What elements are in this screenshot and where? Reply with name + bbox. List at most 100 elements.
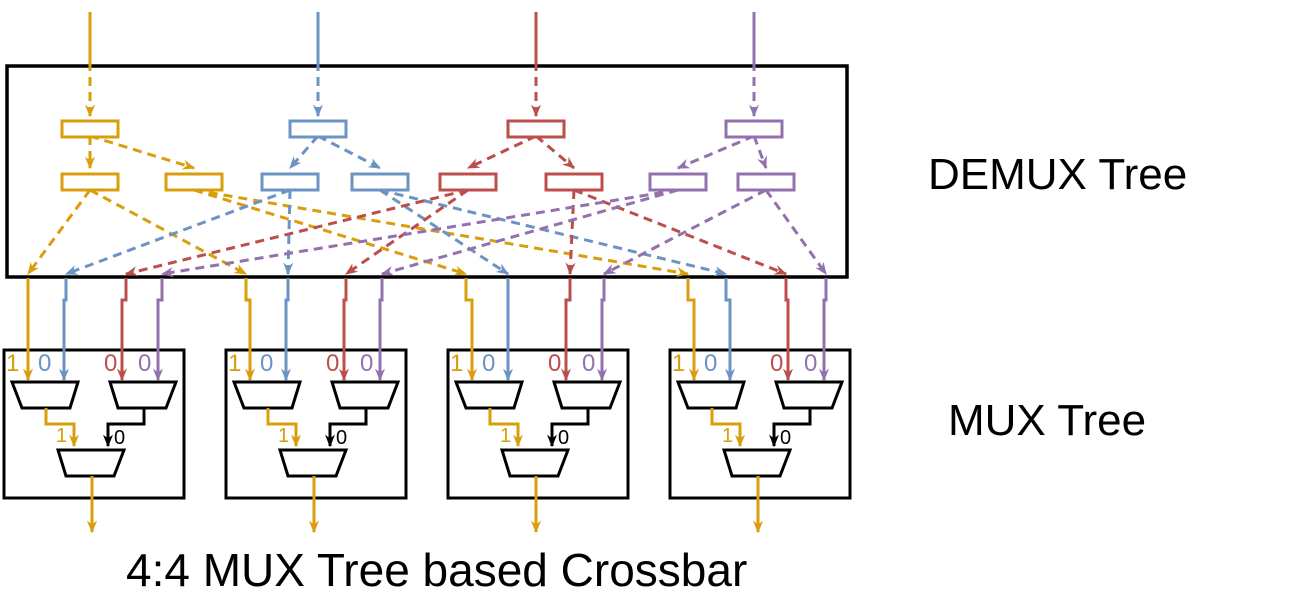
mux-input-label-0: 0 bbox=[582, 350, 595, 377]
mux-stage1-right bbox=[329, 380, 401, 410]
mux-input-wire-1 bbox=[280, 278, 292, 382]
mux-stage1-left bbox=[675, 380, 747, 410]
demux-l1-box-1 bbox=[288, 119, 348, 139]
mux-input-wire-3 bbox=[152, 278, 164, 382]
mux-stage1-right-out bbox=[768, 408, 812, 448]
mux-input-label-0: 0 bbox=[38, 350, 51, 377]
mux-input-wire-2 bbox=[338, 278, 350, 382]
mux-block-frame bbox=[668, 348, 852, 500]
mux-stage2-label-0: 0 bbox=[780, 427, 791, 449]
demux-l2-to-out-3-3 bbox=[764, 189, 828, 276]
mux-input-wire-0 bbox=[244, 278, 256, 382]
mux-stage1-left-out bbox=[44, 408, 80, 448]
demux-l2-to-out-0-2 bbox=[193, 188, 468, 276]
mux-input-label-1: 1 bbox=[228, 350, 241, 377]
mux-stage2-label-1: 1 bbox=[56, 425, 67, 447]
demux-l1-to-l2-a-2 bbox=[466, 134, 537, 170]
demux-tree-frame bbox=[5, 64, 849, 279]
mux-input-wire-3 bbox=[596, 278, 608, 382]
mux-stage1-left bbox=[9, 380, 81, 410]
demux-l1-box-2 bbox=[506, 119, 566, 139]
demux-tree-label: DEMUX Tree bbox=[928, 150, 1188, 199]
mux-stage1-left-out bbox=[266, 408, 302, 448]
demux-l1-to-l2-b-1 bbox=[317, 134, 382, 170]
mux-stage1-right-out bbox=[546, 408, 590, 448]
diagram-caption: 4:4 MUX Tree based Crossbar bbox=[126, 544, 748, 596]
mux-stage1-right-out bbox=[102, 408, 146, 448]
demux-l2-to-out-1-0 bbox=[64, 188, 291, 276]
mux-input-label-0: 0 bbox=[360, 350, 373, 377]
mux-stage1-left bbox=[231, 380, 303, 410]
demux-l2-to-out-3-0 bbox=[160, 188, 679, 278]
mux-input-wire-2 bbox=[560, 278, 572, 382]
mux-input-wire-2 bbox=[116, 278, 128, 382]
mux-stage2-label-1: 1 bbox=[722, 425, 733, 447]
mux-stage2 bbox=[499, 448, 571, 478]
demux-l2-to-out-2-3 bbox=[573, 188, 788, 276]
demux-l1-to-l2-b-2 bbox=[535, 134, 575, 170]
mux-stage2 bbox=[55, 448, 127, 478]
mux-input-wire-0 bbox=[686, 278, 700, 382]
mux-input-wire-3 bbox=[374, 278, 386, 382]
demux-l2-to-out-0-3 bbox=[193, 188, 690, 278]
demux-l2-to-out-3-1 bbox=[380, 188, 679, 276]
demux-l2-box-1-1 bbox=[350, 172, 410, 192]
demux-l1-to-l2-a-3 bbox=[676, 134, 755, 170]
mux-input-wire-2 bbox=[782, 278, 794, 382]
mux-stage2-label-1: 1 bbox=[500, 425, 511, 447]
demux-l2-to-out-1-2 bbox=[379, 188, 510, 276]
demux-l1-to-l2-b-3 bbox=[752, 135, 768, 170]
mux-stage2-label-0: 0 bbox=[114, 427, 125, 449]
demux-l2-box-0-1 bbox=[164, 172, 224, 192]
mux-stage1-right bbox=[107, 380, 179, 410]
mux-stage1-right bbox=[551, 380, 623, 410]
mux-input-label-0: 0 bbox=[138, 350, 151, 377]
demux-l1-box-0 bbox=[60, 119, 120, 139]
mux-stage2-label-0: 0 bbox=[558, 427, 569, 449]
demux-l2-to-out-0-0 bbox=[26, 189, 92, 276]
mux-input-label-0: 0 bbox=[704, 350, 717, 377]
mux-input-wire-1 bbox=[58, 278, 70, 382]
mux-stage1-right-out bbox=[324, 408, 368, 448]
mux-input-label-0: 0 bbox=[548, 350, 561, 377]
demux-l2-box-1-0 bbox=[260, 172, 320, 192]
demux-l2-to-out-1-3 bbox=[379, 188, 728, 277]
mux-input-label-1: 1 bbox=[6, 350, 19, 377]
mux-stage2-label-0: 0 bbox=[336, 427, 347, 449]
mux-block-frame bbox=[2, 348, 186, 500]
mux-input-wire-1 bbox=[724, 278, 736, 382]
demux-l2-to-out-0-1 bbox=[89, 188, 248, 276]
demux-tree bbox=[5, 12, 849, 279]
mux-input-label-1: 1 bbox=[672, 350, 685, 377]
mux-input-label-0: 0 bbox=[326, 350, 339, 377]
demux-l2-to-out-1-1 bbox=[283, 189, 294, 276]
mux-block-frame bbox=[224, 348, 408, 500]
demux-l2-box-2-1 bbox=[544, 172, 604, 192]
demux-l2-to-out-2-1 bbox=[344, 188, 469, 276]
mux-input-label-0: 0 bbox=[104, 350, 117, 377]
demux-l2-box-0-0 bbox=[60, 172, 120, 192]
demux-l1-to-l2-b-0 bbox=[89, 134, 196, 170]
mux-block-frame bbox=[446, 348, 630, 500]
demux-l2-to-out-3-2 bbox=[602, 188, 767, 276]
mux-input-label-0: 0 bbox=[804, 350, 817, 377]
mux-stage1-left-out bbox=[710, 408, 746, 448]
demux-l2-to-out-2-2 bbox=[565, 189, 576, 276]
mux-stage2 bbox=[721, 448, 793, 478]
mux-stage1-left bbox=[453, 380, 525, 410]
demux-l2-box-2-0 bbox=[438, 172, 498, 192]
demux-l2-box-3-1 bbox=[736, 172, 796, 192]
mux-input-label-1: 1 bbox=[450, 350, 463, 377]
mux-input-label-0: 0 bbox=[482, 350, 495, 377]
mux-input-label-0: 0 bbox=[260, 350, 273, 377]
mux-stage1-left-out bbox=[488, 408, 524, 448]
demux-l2-to-out-2-0 bbox=[124, 188, 469, 277]
demux-l2-box-3-0 bbox=[648, 172, 708, 192]
mux-input-label-0: 0 bbox=[770, 350, 783, 377]
